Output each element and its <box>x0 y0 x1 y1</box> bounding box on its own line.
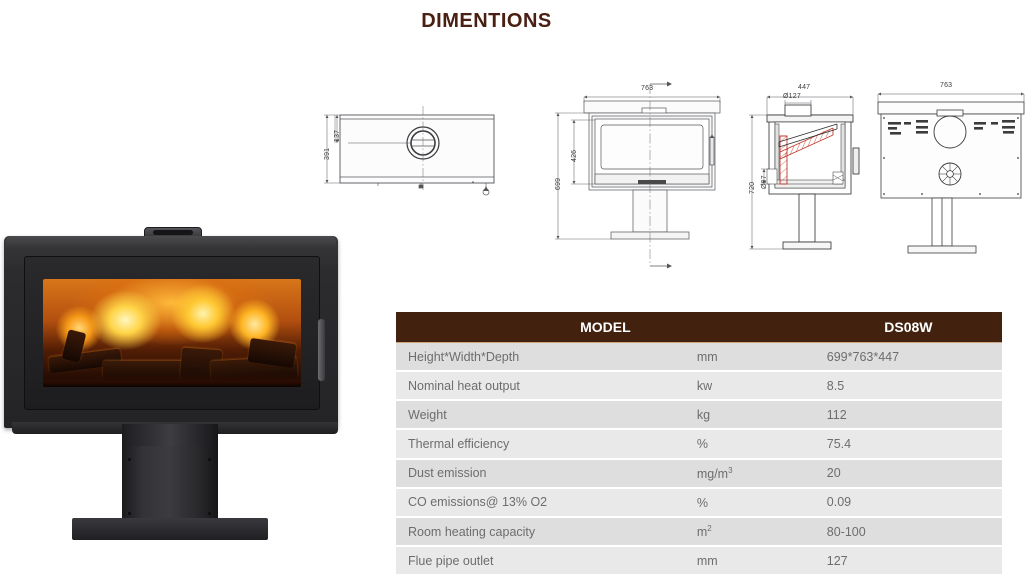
spec-name: CO emissions@ 13% O2 <box>396 487 685 518</box>
spec-unit: mm <box>684 342 815 373</box>
dim-label-447: 447 <box>798 84 811 91</box>
spec-value: 699*763*447 <box>814 342 1002 373</box>
technical-drawings: 137 391 <box>300 62 1033 277</box>
table-row: Height*Width*Depth mm 699*763*447 <box>396 342 1002 373</box>
spec-unit-text: mm <box>696 554 718 569</box>
table-row: Nominal heat output kw 8.5 <box>396 371 1002 402</box>
page-title-text: DIMENTIONS <box>421 10 552 32</box>
table-header-row: MODEL DS08W <box>396 312 1002 343</box>
dim-label-391: 391 <box>324 147 331 160</box>
spec-unit: mm <box>684 546 815 576</box>
stove-top-plate <box>6 236 336 250</box>
spec-value: 0.09 <box>814 487 1002 518</box>
front-view-drawing: 763 426 699 <box>545 76 725 276</box>
section-view-svg <box>749 95 860 250</box>
dim-label-137: 137 <box>334 129 341 142</box>
ember-bed <box>43 371 301 387</box>
spec-value: 127 <box>814 546 1002 576</box>
spec-unit-text: mg/m <box>696 466 729 481</box>
spec-name: Weight <box>396 400 685 431</box>
top-view-svg <box>324 106 495 196</box>
table-header-model: MODEL <box>396 312 815 343</box>
table-head: MODEL DS08W <box>396 312 1002 343</box>
spec-name: Nominal heat output <box>396 371 685 402</box>
spec-name: Dust emission <box>396 458 685 489</box>
table-header-value: DS08W <box>814 312 1002 343</box>
table-row: Room heating capacity m2 80-100 <box>396 516 1002 548</box>
top-view-drawing: 137 391 <box>318 102 518 222</box>
stove-body <box>4 227 338 434</box>
spec-unit: kw <box>684 371 815 402</box>
spec-unit-sup: 3 <box>728 465 733 475</box>
spec-value: 8.5 <box>814 371 1002 402</box>
spec-unit-text: % <box>696 495 708 510</box>
spec-value: 75.4 <box>814 429 1002 460</box>
spec-unit-text: mm <box>696 350 718 365</box>
spec-name: Flue pipe outlet <box>396 546 685 576</box>
stove-door-handle <box>318 319 325 381</box>
spec-name: Room heating capacity <box>396 516 685 548</box>
rear-view-drawing: 763 <box>870 80 1033 275</box>
spec-value: 20 <box>814 458 1002 489</box>
spec-name: Thermal efficiency <box>396 429 685 460</box>
stove-door-frame <box>24 256 325 410</box>
dim-label-dia127: Ø127 <box>783 93 801 100</box>
flue-collar-opening <box>153 230 193 235</box>
stove-pedestal-neck <box>128 424 212 446</box>
table-row: Flue pipe outlet mm 127 <box>396 546 1002 576</box>
table-body: Height*Width*Depth mm 699*763*447 Nomina… <box>396 342 1002 576</box>
dim-label-763-front: 763 <box>641 85 654 92</box>
page-title: DIMENTIONS <box>0 10 1033 33</box>
spec-name: Height*Width*Depth <box>396 342 685 373</box>
table-row: Weight kg 112 <box>396 400 1002 431</box>
spec-unit-text: kw <box>696 379 713 394</box>
dim-label-720: 720 <box>749 181 756 194</box>
spec-unit-text: kg <box>696 408 711 423</box>
spec-value: 80-100 <box>814 516 1002 548</box>
stove-glass-window <box>43 279 301 387</box>
spec-unit-sup: 2 <box>707 523 712 533</box>
table-row: Thermal efficiency % 75.4 <box>396 429 1002 460</box>
front-view-svg <box>555 81 721 269</box>
spec-value: 112 <box>814 400 1002 431</box>
stove-base-plate <box>72 518 268 540</box>
dim-label-dia97: Ø97 <box>761 175 768 189</box>
dim-label-699: 699 <box>555 177 562 190</box>
spec-unit: % <box>684 487 815 518</box>
spec-unit: m2 <box>684 516 815 548</box>
spec-unit: % <box>684 429 815 460</box>
rear-view-svg <box>877 92 1025 254</box>
table-row: CO emissions@ 13% O2 % 0.09 <box>396 487 1002 518</box>
spec-unit: mg/m3 <box>684 458 815 489</box>
side-section-view-drawing: 447 Ø127 720 Ø97 <box>733 76 878 276</box>
dim-label-426: 426 <box>571 149 578 162</box>
table-row: Dust emission mg/m3 20 <box>396 458 1002 489</box>
specifications-table: MODEL DS08W Height*Width*Depth mm 699*76… <box>396 312 1002 576</box>
wood-burning-stove-photo <box>0 227 348 558</box>
spec-unit-text: % <box>696 437 708 452</box>
spec-unit-text: m <box>696 525 708 540</box>
dim-label-763-rear: 763 <box>940 82 953 89</box>
spec-unit: kg <box>684 400 815 431</box>
